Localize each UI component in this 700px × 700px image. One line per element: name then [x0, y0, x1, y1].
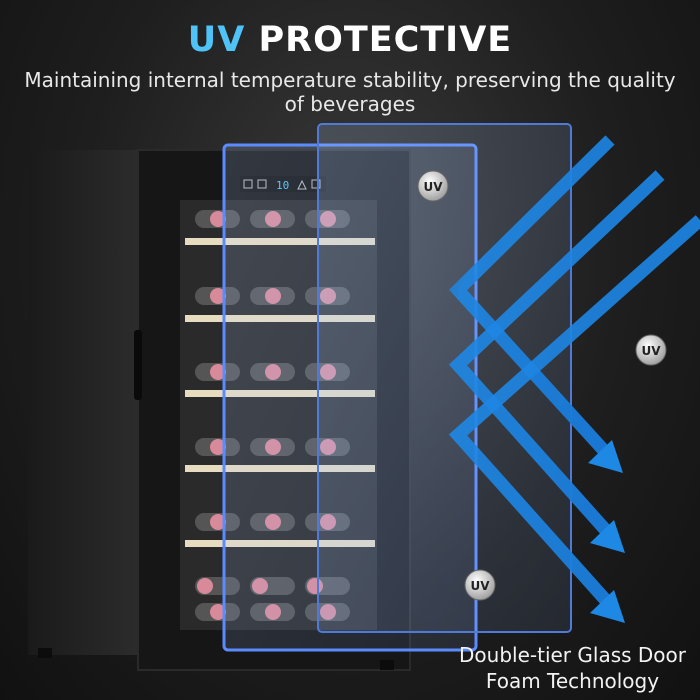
caption-line-2: Foam Technology — [485, 669, 660, 693]
svg-text:UV: UV — [641, 344, 661, 358]
uv-rays — [448, 135, 700, 610]
glass-panes — [222, 123, 572, 652]
uv-badge: UV — [417, 170, 449, 202]
subtitle: Maintaining internal temperature stabili… — [24, 68, 676, 116]
uv-badge: UV — [464, 569, 496, 601]
svg-text:UV: UV — [423, 180, 443, 194]
caption: Double-tier Glass Door Foam Technology — [459, 642, 686, 694]
headline: UV PROTECTIVE — [0, 20, 700, 60]
svg-text:UV: UV — [470, 579, 490, 593]
arrow-heads — [588, 440, 625, 623]
glass-pane-back — [317, 123, 572, 633]
uv-ray-arrow — [448, 135, 615, 460]
uv-ray-arrow — [448, 170, 665, 540]
door-handle — [134, 330, 142, 400]
headline-text: PROTECTIVE — [258, 20, 513, 60]
headline-accent: UV — [187, 20, 246, 60]
caption-line-1: Double-tier Glass Door — [459, 643, 686, 667]
uv-ray-arrow — [448, 215, 700, 610]
uv-badge: UV — [635, 334, 667, 366]
